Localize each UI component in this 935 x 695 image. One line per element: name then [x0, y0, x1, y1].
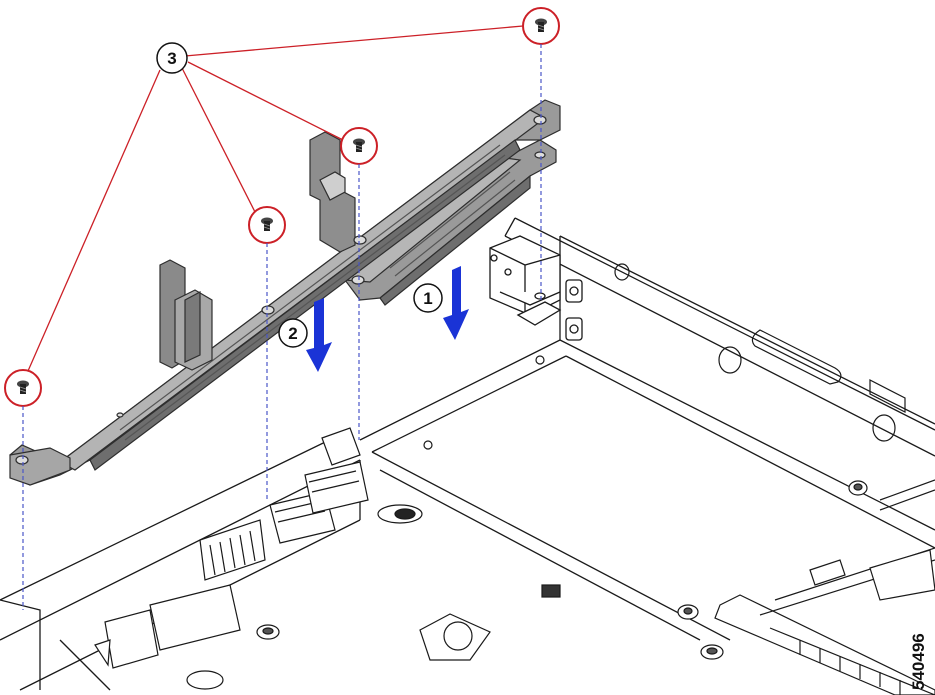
screw-icon	[522, 7, 560, 45]
screw-icon	[340, 127, 378, 165]
riser-bracket-right	[343, 139, 557, 306]
front-io-ports	[94, 427, 369, 669]
motherboard-components	[186, 355, 868, 690]
riser-bracket-left	[9, 99, 561, 486]
figure-id: 540496	[909, 633, 928, 690]
alignment-guide-lines	[22, 44, 542, 610]
pcie-slots	[714, 479, 935, 695]
screw-icon	[248, 206, 286, 244]
callout-leader-lines	[27, 25, 524, 372]
callout-step-2: 2	[278, 318, 308, 348]
screw-icon	[4, 369, 42, 407]
riser-mount-block	[489, 235, 583, 341]
down-arrow-icon	[306, 298, 332, 372]
callout-screws-3: 3	[156, 42, 188, 74]
svg-text:2: 2	[288, 324, 297, 343]
callout-step-1: 1	[413, 283, 443, 313]
svg-text:1: 1	[423, 289, 432, 308]
side-wall-cutouts	[614, 263, 906, 442]
server-chassis	[0, 217, 935, 691]
svg-text:3: 3	[167, 49, 176, 68]
down-arrow-icon	[443, 266, 469, 340]
